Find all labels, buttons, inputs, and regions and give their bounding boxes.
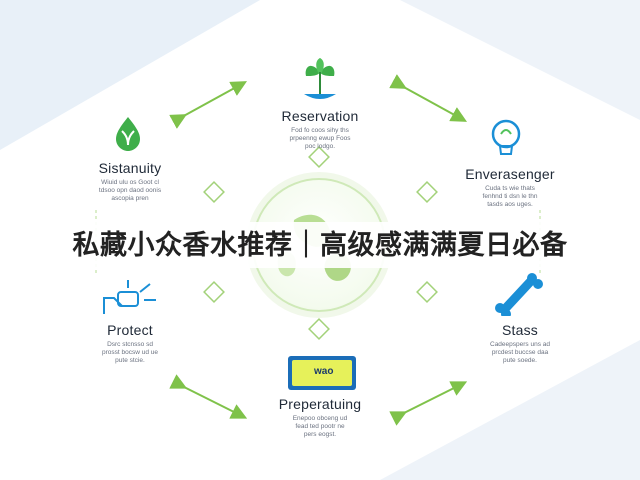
lightbulb-icon [486,116,526,164]
node-enversenger-desc-line: tasds aos uges. [487,201,533,208]
node-stass-desc-line: prcdest buccse daa [491,349,549,356]
diamond-bottom [308,318,330,340]
badge-text: wao [314,366,334,377]
node-sustainability-desc: Wiuid ulu os Goot cl tdsoo opn daod ooni… [60,179,200,203]
arrow-sustainability-reservation [169,81,248,129]
arrow-protect-preparatuing [169,374,248,419]
node-stass-title: Stass [501,322,538,338]
node-stass-desc: Cadeepspers uns ad prcdest buccse daa pu… [450,341,590,365]
node-stass-desc-line: pute soede. [503,357,537,364]
node-reservation-desc-line: Fod fo coos sihy ths [291,127,349,134]
node-protect-desc-line: pute stcie. [115,357,145,364]
node-reservation-desc-line: prpeenng ewup Foos [289,135,351,142]
node-protect-desc-line: prosst bocsw ud ue [101,349,158,356]
title-banner [0,222,640,268]
node-enversenger: Enverasenger Cuda ts wie thats fenhnd ti… [440,166,580,209]
node-stass: Stass Cadeepspers uns ad prcdest buccse … [450,322,590,365]
node-enversenger-desc-line: fenhnd ti dsn le thn [482,193,538,200]
node-protect-desc-line: Dsrc stcnsso sd [107,341,153,348]
node-protect-desc: Dsrc stcnsso sd prosst bocsw ud ue pute … [60,341,200,365]
diamond-lower-left [203,281,225,303]
bone-icon [494,272,544,319]
node-reservation-desc: Fod fo coos sihy ths prpeenng ewup Foos … [255,127,385,151]
node-protect: Protect Dsrc stcnsso sd prosst bocsw ud … [60,322,200,365]
node-sustainability-desc-line: ascopia pren [111,195,149,202]
node-preparatuing-desc-line: pers eogst. [303,431,337,438]
node-protect-title: Protect [107,322,153,338]
leaf-drop-icon [112,115,144,155]
diamond-lower-right [416,281,438,303]
node-sustainability: Sistanuity Wiuid ulu os Goot cl tdsoo op… [60,160,200,203]
diamond-upper-left [203,181,225,203]
node-preparatuing-desc-line: fead ted pootr ne [295,423,345,430]
node-stass-desc-line: Cadeepspers uns ad [490,341,550,348]
node-enversenger-title: Enverasenger [465,166,555,182]
diamond-upper-right [416,181,438,203]
plant-icon [300,58,340,106]
arrow-preparatuing-stass [389,381,468,426]
node-enversenger-desc-line: Cuda ts wie thats [485,185,535,192]
node-reservation-title: Reservation [281,108,359,124]
page-title: 私藏小众香水推荐｜高级感满满夏日必备 [72,230,568,260]
node-reservation: Reservation Fod fo coos sihy ths prpeenn… [255,108,385,151]
node-sustainability-desc-line: Wiuid ulu os Goot cl [101,179,159,186]
node-enversenger-desc: Cuda ts wie thats fenhnd ti dsn le thn t… [440,185,580,209]
arrow-reservation-enversenger [389,74,468,122]
node-preparatuing-desc: Enepoo obceng ud fead ted pootr ne pers … [250,415,390,439]
node-preparatuing-title: Preperatuing [278,396,362,412]
node-sustainability-title: Sistanuity [98,160,162,176]
node-preparatuing: Preperatuing Enepoo obceng ud fead ted p… [250,396,390,439]
badge-icon [288,356,356,390]
node-preparatuing-desc-line: Enepoo obceng ud [292,415,348,422]
hands-icon [100,278,160,318]
diamond-top [308,146,330,168]
node-reservation-desc-line: poc lodgo. [305,143,335,150]
node-sustainability-desc-line: tdsoo opn daod oonis [98,187,162,194]
